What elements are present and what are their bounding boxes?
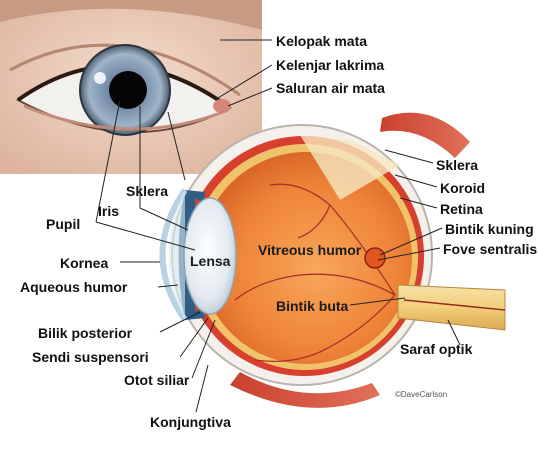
label-konjungtiva: Konjungtiva <box>150 414 231 430</box>
label-saluran-air-mata: Saluran air mata <box>276 80 385 96</box>
label-bilik-posterior: Bilik posterior <box>38 325 133 341</box>
label-sklera-left: Sklera <box>126 183 169 199</box>
label-bintik-kuning: Bintik kuning <box>445 221 534 237</box>
label-kelopak-mata: Kelopak mata <box>276 33 368 49</box>
extraocular-muscle-top <box>380 112 470 158</box>
lens-shape <box>183 197 237 315</box>
vitreous-shape <box>200 152 412 364</box>
macula-spot <box>364 247 386 269</box>
label-kelenjar-lakrima: Kelenjar lakrima <box>276 57 385 73</box>
label-pupil: Pupil <box>46 216 81 232</box>
eyeball-cross-section <box>159 112 506 408</box>
label-lensa: Lensa <box>190 253 231 269</box>
optic-nerve-shape <box>397 284 506 331</box>
label-saraf-optik: Saraf optik <box>400 341 473 357</box>
label-sklera-right: Sklera <box>436 157 479 173</box>
extraocular-muscle-bottom <box>230 372 380 408</box>
label-koroid: Koroid <box>440 180 486 196</box>
photo-pupil <box>109 71 147 109</box>
lower-lid <box>23 104 229 131</box>
label-otot-siliar: Otot siliar <box>124 372 190 388</box>
iris-highlight <box>94 72 106 84</box>
label-iris: Iris <box>98 203 120 219</box>
cutaway-layers <box>300 135 400 200</box>
label-vitreous-humor: Vitreous humor <box>258 242 362 258</box>
cornea-shape <box>159 188 188 322</box>
label-kornea: Kornea <box>60 255 109 271</box>
label-sendi-suspensori: Sendi suspensori <box>32 349 149 365</box>
label-fove-sentralis: Fove sentralis <box>443 241 538 257</box>
credit-text: ©DaveCarlson <box>395 390 448 399</box>
label-aqueous-humor: Aqueous humor <box>20 279 128 295</box>
leader-lines <box>95 39 461 413</box>
eyebrow-area <box>0 0 262 30</box>
label-bintik-buta: Bintik buta <box>276 298 349 314</box>
external-eye-photo <box>0 0 262 174</box>
optic-vessel <box>403 299 506 311</box>
label-retina: Retina <box>440 201 483 217</box>
